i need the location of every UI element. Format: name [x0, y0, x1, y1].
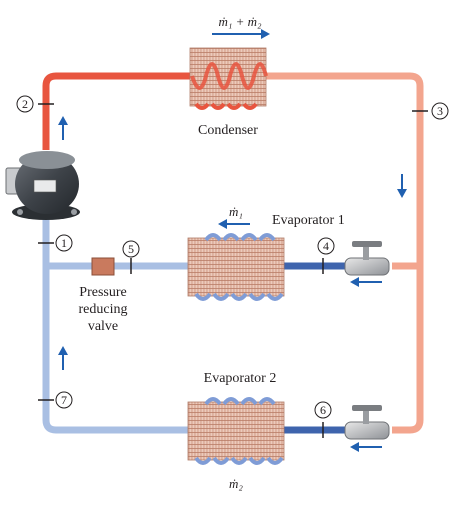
evaporator2-fins [187, 401, 285, 461]
state-1-label: 1 [61, 236, 67, 250]
evaporator2-coil-top [204, 397, 276, 406]
arrow-right-icon [212, 29, 270, 39]
valve2-body [344, 421, 390, 440]
state-2-label: 2 [22, 97, 28, 111]
valve1-body [344, 257, 390, 276]
valve1-handle [352, 241, 382, 247]
state-3-label: 3 [437, 104, 443, 118]
evaporator-2 [187, 397, 285, 465]
evaporator2-mass-flow-label: ṁ₂ [229, 476, 243, 491]
arrow-down-icon [397, 174, 407, 198]
arrow-up-icon [58, 346, 68, 370]
evaporator1-mass-flow-label: ṁ₁ [229, 204, 243, 219]
condenser-coil-bends [194, 102, 258, 110]
pipes [42, 72, 424, 434]
state-3-marker [431, 102, 449, 120]
state-2-marker [16, 95, 34, 113]
prv-label-line1: Pressure [79, 285, 126, 300]
pipe-return-to-compressor [42, 214, 190, 434]
prv-body [91, 257, 115, 276]
compressor [5, 151, 80, 220]
state-1-marker [55, 234, 73, 252]
total-mass-flow-label: ṁ₁ + ṁ₂ [218, 14, 262, 29]
compressor-mount-right [71, 209, 77, 215]
state-5-marker [122, 240, 140, 258]
state-4-label: 4 [323, 239, 329, 253]
evaporator1-coil-bottom [194, 292, 284, 301]
arrow-left-icon [218, 219, 250, 229]
prv-label-line2: reducing [79, 302, 128, 317]
compressor-dome [19, 151, 75, 169]
pipe-condenser-to-right [266, 72, 424, 434]
valve2-handle [352, 405, 382, 411]
evaporator-1 [187, 233, 285, 301]
condenser-coil [190, 62, 268, 90]
arrow-up-icon [58, 116, 68, 140]
condenser-label: Condenser [198, 123, 258, 138]
state-6-label: 6 [320, 403, 326, 417]
pipe-compressor-to-condenser [42, 72, 192, 150]
state-4-marker [317, 237, 335, 255]
expansion-valve-2 [344, 405, 390, 440]
expansion-valve-1 [344, 241, 390, 276]
valve1-stem [363, 246, 369, 260]
evaporator2-label: Evaporator 2 [204, 371, 277, 386]
state-6-marker [314, 401, 332, 419]
condenser [189, 47, 268, 110]
evaporator1-label: Evaporator 1 [272, 213, 345, 228]
state-7-label: 7 [61, 393, 67, 407]
state-markers: 2 3 1 5 4 7 6 [16, 95, 449, 438]
compressor-label-plate [33, 179, 57, 193]
evaporator1-fins [187, 237, 285, 297]
compressor-mount-left [17, 209, 23, 215]
valve2-stem [363, 410, 369, 424]
state-5-label: 5 [128, 242, 134, 256]
prv-label-line3: valve [88, 319, 118, 334]
arrow-left-icon [350, 442, 382, 452]
state-7-marker [55, 391, 73, 409]
evaporator2-coil-bottom [194, 456, 284, 465]
arrow-left-icon [350, 277, 382, 287]
flow-arrows [58, 29, 407, 452]
evaporator1-coil-top [204, 233, 276, 242]
pressure-reducing-valve [91, 257, 115, 276]
